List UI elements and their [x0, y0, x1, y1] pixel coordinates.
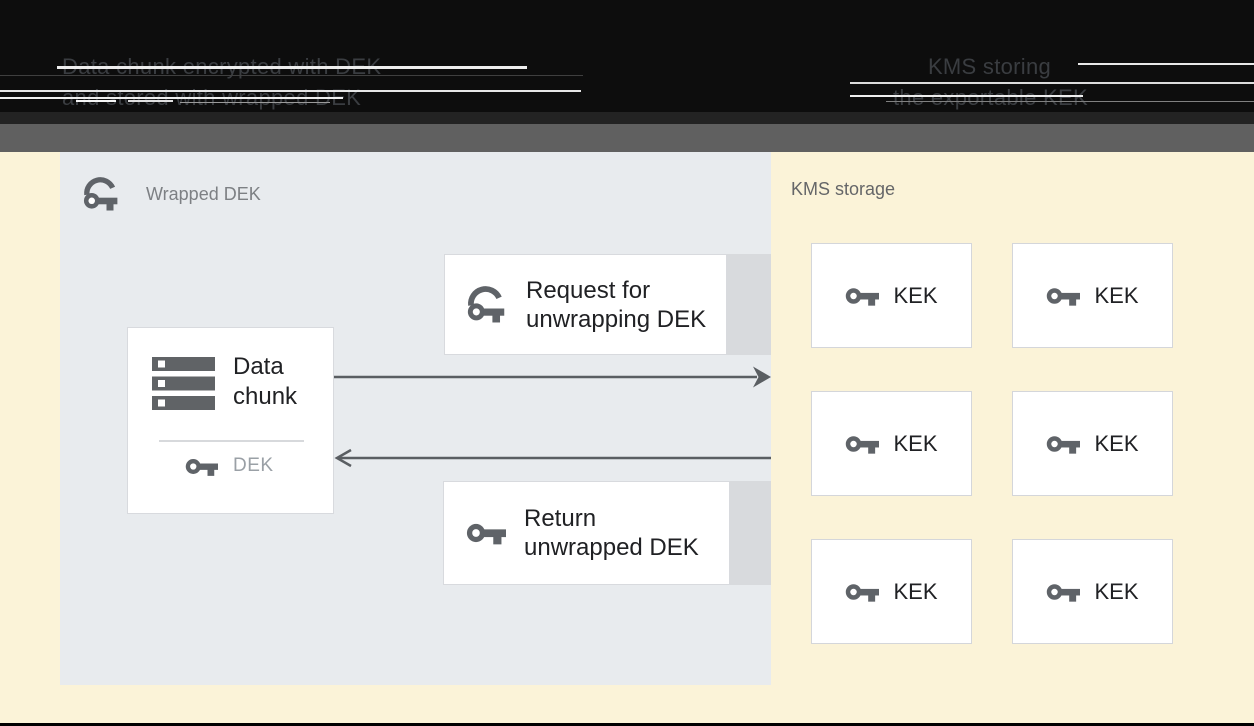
- left-caption: Data chunk encrypted with DEK and stored…: [62, 51, 381, 113]
- header-gray-band: [0, 124, 1254, 152]
- kek-box: KEK: [811, 391, 972, 496]
- request-unwrap-box: Request for unwrapping DEK: [444, 254, 727, 355]
- left-caption-line2: and stored with wrapped DEK: [62, 85, 362, 110]
- wrapped-dek-header: Wrapped DEK: [82, 176, 261, 212]
- kek-box: KEK: [1012, 539, 1173, 644]
- wrapped-key-icon: [82, 176, 122, 212]
- return-text: Return unwrapped DEK: [524, 504, 699, 562]
- kek-label: KEK: [893, 578, 938, 604]
- kek-box: KEK: [811, 539, 972, 644]
- data-chunk-line1: Data: [233, 353, 284, 380]
- return-line1: Return: [524, 505, 597, 532]
- wrapped-dek-label: Wrapped DEK: [146, 183, 261, 204]
- return-arrow: [334, 448, 771, 468]
- kek-box: KEK: [1012, 391, 1173, 496]
- return-line2: unwrapped DEK: [524, 534, 699, 561]
- kek-label: KEK: [893, 430, 938, 456]
- kek-label: KEK: [1094, 282, 1139, 308]
- dek-label: DEK: [233, 455, 274, 476]
- kek-label: KEK: [1094, 578, 1139, 604]
- data-stack-icon: [152, 357, 215, 410]
- request-line1: Request for: [526, 276, 651, 304]
- key-icon: [1047, 583, 1081, 602]
- kek-label: KEK: [893, 282, 938, 308]
- key-icon: [846, 435, 880, 454]
- key-icon: [466, 523, 506, 545]
- data-chunk-line2: chunk: [233, 383, 298, 410]
- right-caption-line1: KMS storing: [927, 54, 1052, 79]
- key-icon: [1047, 435, 1081, 454]
- data-chunk-box: Data chunk DEK: [127, 327, 334, 514]
- kek-box: KEK: [811, 243, 972, 348]
- return-side-strip: [730, 481, 771, 585]
- request-arrow: [334, 366, 771, 388]
- key-icon: [185, 458, 218, 476]
- diagram-canvas: Wrapped DEK Data chunk DEK: [0, 152, 1254, 726]
- kms-storage-label: KMS storage: [791, 179, 896, 199]
- wrapped-dek-region: Wrapped DEK Data chunk DEK: [60, 152, 771, 685]
- request-text: Request for unwrapping DEK: [526, 276, 706, 334]
- kek-grid: KEK KEK KEK KEK KEK KEK: [811, 243, 1173, 644]
- divider: [159, 440, 304, 442]
- key-icon: [1047, 287, 1081, 306]
- key-icon: [846, 583, 880, 602]
- wrapped-key-icon: [467, 281, 508, 328]
- right-caption-line2: the exportable KEK: [893, 85, 1088, 110]
- data-chunk-title: Data chunk: [233, 352, 297, 412]
- left-caption-line1: Data chunk encrypted with DEK: [62, 54, 382, 79]
- kek-box: KEK: [1012, 243, 1173, 348]
- header-dark-strip: [0, 112, 1254, 124]
- return-unwrap-box: Return unwrapped DEK: [443, 481, 730, 585]
- request-line2: unwrapping DEK: [526, 305, 707, 333]
- right-caption: KMS storing the exportable KEK: [893, 51, 1088, 113]
- dek-row: DEK: [185, 455, 274, 477]
- kek-label: KEK: [1094, 430, 1139, 456]
- key-icon: [846, 287, 880, 306]
- header-dark-band: [0, 0, 1254, 112]
- request-side-strip: [727, 254, 771, 355]
